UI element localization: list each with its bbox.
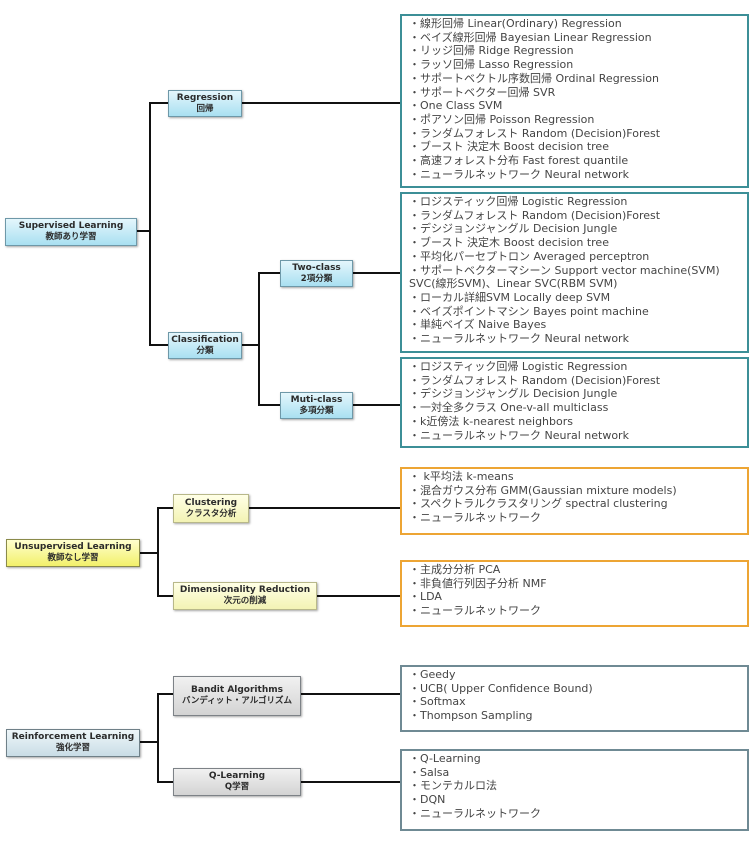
list-item: ・ロジスティック回帰 Logistic Regression (409, 195, 628, 208)
dimensionality-methods-box: ・主成分分析 PCA ・非負値行列因子分析 NMF ・LDA ・ニューラルネット… (400, 560, 749, 627)
clustering-methods-box: ・ k平均法 k-means ・混合ガウス分布 GMM(Gaussian mix… (400, 467, 749, 535)
list-item: SVC(線形SVM)、Linear SVC(RBM SVM) (409, 277, 618, 291)
list-item: ・LDA (409, 590, 442, 604)
regression-node: Regression 回帰 (168, 90, 242, 117)
list-item: ・ベイズポイントマシン Bayes point machine (409, 304, 649, 318)
q-learning-node: Q-Learning Q学習 (173, 768, 301, 796)
unsupervised-learning-node: Unsupervised Learning 教師なし学習 (6, 539, 140, 567)
bandit-algorithms-node: Bandit Algorithms バンディット・アルゴリズム (173, 676, 301, 716)
reinforcement-learning-node: Reinforcement Learning 強化学習 (6, 729, 140, 757)
regression-methods-box: ・線形回帰 Linear(Ordinary) Regression ・ベイズ線形… (400, 14, 749, 188)
node-title: Bandit Algorithms (191, 685, 283, 695)
node-subtitle: 分類 (196, 345, 214, 356)
list-item: ・ニューラルネットワーク (409, 511, 541, 525)
list-item: ・k近傍法 k-nearest neighbors (409, 414, 573, 428)
list-item: ・ブースト 決定木 Boost decision tree (409, 236, 609, 250)
list-item: ・ブースト 決定木 Boost decision tree (409, 140, 609, 154)
list-item: ・ニューラルネットワーク Neural network (409, 332, 629, 346)
node-subtitle: 強化学習 (55, 743, 90, 753)
list-item: ・単純ベイズ Naive Bayes (409, 318, 547, 332)
list-item: ・平均化パーセプトロン Averaged perceptron (409, 249, 650, 263)
node-subtitle: Q学習 (224, 782, 250, 792)
list-item: ・一対全多クラス One-v-all multiclass (409, 401, 609, 415)
list-item: ・サポートベクターマシーン Support vector machine(SVM… (409, 263, 720, 277)
list-item: ・サポートベクター回帰 SVR (409, 85, 556, 99)
list-item: ・ランダムフォレスト Random (Decision)Forest (409, 126, 661, 140)
node-subtitle: 教師なし学習 (47, 553, 99, 563)
node-subtitle: 回帰 (196, 103, 214, 114)
list-item: ・線形回帰 Linear(Ordinary) Regression (409, 17, 622, 30)
list-item: ・ニューラルネットワーク (409, 604, 541, 618)
node-subtitle: バンディット・アルゴリズム (181, 696, 293, 706)
two-class-methods-box: ・ロジスティック回帰 Logistic Regression ・ランダムフォレス… (400, 192, 749, 353)
list-item: ・UCB( Upper Confidence Bound) (409, 681, 593, 695)
list-item: ・高速フォレスト分布 Fast forest quantile (409, 154, 629, 168)
node-title: Classification (171, 334, 239, 345)
list-item: ・ベイズ線形回帰 Bayesian Linear Regression (409, 30, 652, 44)
dimensionality-reduction-node: Dimensionality Reduction 次元の削減 (173, 582, 317, 610)
list-item: ・ロジスティック回帰 Logistic Regression (409, 360, 628, 373)
node-title: Q-Learning (208, 771, 266, 781)
list-item: ・ニューラルネットワーク Neural network (409, 167, 629, 181)
q-learning-methods-box: ・Q-Learning ・Salsa ・モンテカルロ法 ・DQN ・ニューラルネ… (400, 749, 749, 831)
list-item: ・ニューラルネットワーク Neural network (409, 428, 629, 442)
list-item: ・Thompson Sampling (409, 709, 533, 723)
list-item: ・Geedy (409, 668, 456, 681)
node-title: Regression (176, 92, 234, 103)
list-item: ・ローカル詳細SVM Locally deep SVM (409, 290, 611, 304)
list-item: ・Q-Learning (409, 752, 481, 765)
list-item: ・デシジョンジャングル Decision Jungle (409, 387, 618, 401)
multi-class-node: Muti-class 多項分類 (280, 392, 353, 419)
node-title: Supervised Learning (18, 221, 124, 231)
node-title: Clustering (184, 497, 238, 508)
list-item: ・Softmax (409, 695, 466, 709)
list-item: ・DQN (409, 793, 446, 807)
node-subtitle: クラスタ分析 (185, 508, 237, 519)
node-subtitle: 教師あり学習 (45, 232, 97, 242)
list-item: ・モンテカルロ法 (409, 779, 497, 793)
list-item: ・リッジ回帰 Ridge Regression (409, 44, 574, 58)
list-item: ・ニューラルネットワーク (409, 806, 541, 820)
list-item: ・ポアソン回帰 Poisson Regression (409, 112, 595, 126)
list-item: ・デシジョンジャングル Decision Jungle (409, 222, 618, 236)
node-title: Reinforcement Learning (11, 732, 135, 742)
list-item: ・主成分分析 PCA (409, 563, 501, 576)
list-item: ・ランダムフォレスト Random (Decision)Forest (409, 208, 661, 222)
node-subtitle: 2項分類 (300, 273, 333, 284)
classification-node: Classification 分類 (168, 332, 242, 359)
list-item: ・ラッソ回帰 Lasso Regression (409, 58, 574, 72)
list-item: ・One Class SVM (409, 99, 503, 113)
list-item: ・ランダムフォレスト Random (Decision)Forest (409, 373, 661, 387)
node-title: Dimensionality Reduction (179, 585, 311, 595)
node-subtitle: 次元の削減 (223, 596, 267, 606)
list-item: ・混合ガウス分布 GMM(Gaussian mixture models) (409, 483, 677, 497)
node-title: Muti-class (290, 394, 343, 405)
multi-class-methods-box: ・ロジスティック回帰 Logistic Regression ・ランダムフォレス… (400, 357, 749, 448)
list-item: ・スペクトラルクラスタリング spectral clustering (409, 497, 668, 511)
node-subtitle: 多項分類 (299, 405, 334, 416)
list-item: ・非負値行列因子分析 NMF (409, 576, 547, 590)
list-item: ・Salsa (409, 765, 450, 779)
bandit-methods-box: ・Geedy ・UCB( Upper Confidence Bound) ・So… (400, 665, 749, 732)
node-title: Two-class (292, 262, 341, 273)
supervised-learning-node: Supervised Learning 教師あり学習 (5, 218, 137, 246)
list-item: ・サポートベクトル序数回帰 Ordinal Regression (409, 71, 659, 85)
node-title: Unsupervised Learning (14, 542, 132, 552)
two-class-node: Two-class 2項分類 (280, 260, 353, 287)
clustering-node: Clustering クラスタ分析 (173, 494, 249, 523)
list-item: ・ k平均法 k-means (409, 470, 514, 483)
